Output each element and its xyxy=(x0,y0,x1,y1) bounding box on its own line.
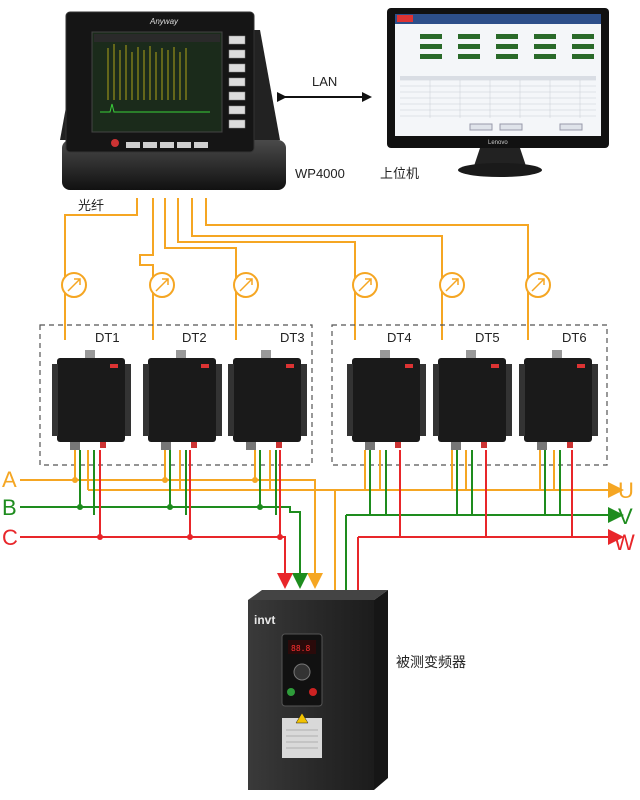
phase-input-label: A xyxy=(2,467,17,492)
vfd-label: 被测变频器 xyxy=(396,654,466,670)
dt-label: DT1 xyxy=(95,330,120,345)
dt-label: DT4 xyxy=(387,330,412,345)
dt-group-left-box xyxy=(39,324,313,466)
dt-label: DT3 xyxy=(280,330,305,345)
dt-group-right-box xyxy=(331,324,608,466)
analyzer-model-label: WP4000 xyxy=(295,166,345,181)
fiber-coil-icons xyxy=(61,272,551,298)
fiber-label: 光纤 xyxy=(78,198,104,213)
phase-b-wiring xyxy=(20,450,624,590)
phase-input-label: B xyxy=(2,495,17,520)
vfd-brand-text: invt xyxy=(254,613,275,627)
vfd-unit: 88.8 invt xyxy=(248,590,388,790)
phase-c-wiring xyxy=(20,450,624,590)
dt4-unit xyxy=(347,350,426,450)
dt1-unit xyxy=(52,350,131,450)
phase-output-label: W xyxy=(614,530,635,555)
dt2-unit xyxy=(143,350,222,450)
svg-text:88.8: 88.8 xyxy=(291,644,310,653)
phase-output-label: U xyxy=(618,478,634,503)
dt-units xyxy=(52,350,598,450)
pc-label: 上位机 xyxy=(380,166,419,181)
phase-output-label: V xyxy=(618,504,633,529)
dt-label: DT2 xyxy=(182,330,207,345)
wp4000-analyzer: Anyway xyxy=(60,11,286,190)
fiber-links xyxy=(64,198,529,340)
dt-label: DT6 xyxy=(562,330,587,345)
junction-dots xyxy=(72,477,283,540)
pc-monitor: Lenovo xyxy=(387,8,609,177)
phase-input-label: C xyxy=(2,525,18,550)
monitor-brand-text: Lenovo xyxy=(488,140,508,146)
phase-a-wiring xyxy=(20,450,624,590)
dt3-unit xyxy=(228,350,307,450)
analyzer-brand-text: Anyway xyxy=(149,17,179,26)
dt5-unit xyxy=(433,350,512,450)
dt6-unit xyxy=(519,350,598,450)
dt-label: DT5 xyxy=(475,330,500,345)
lan-label: LAN xyxy=(312,74,337,89)
